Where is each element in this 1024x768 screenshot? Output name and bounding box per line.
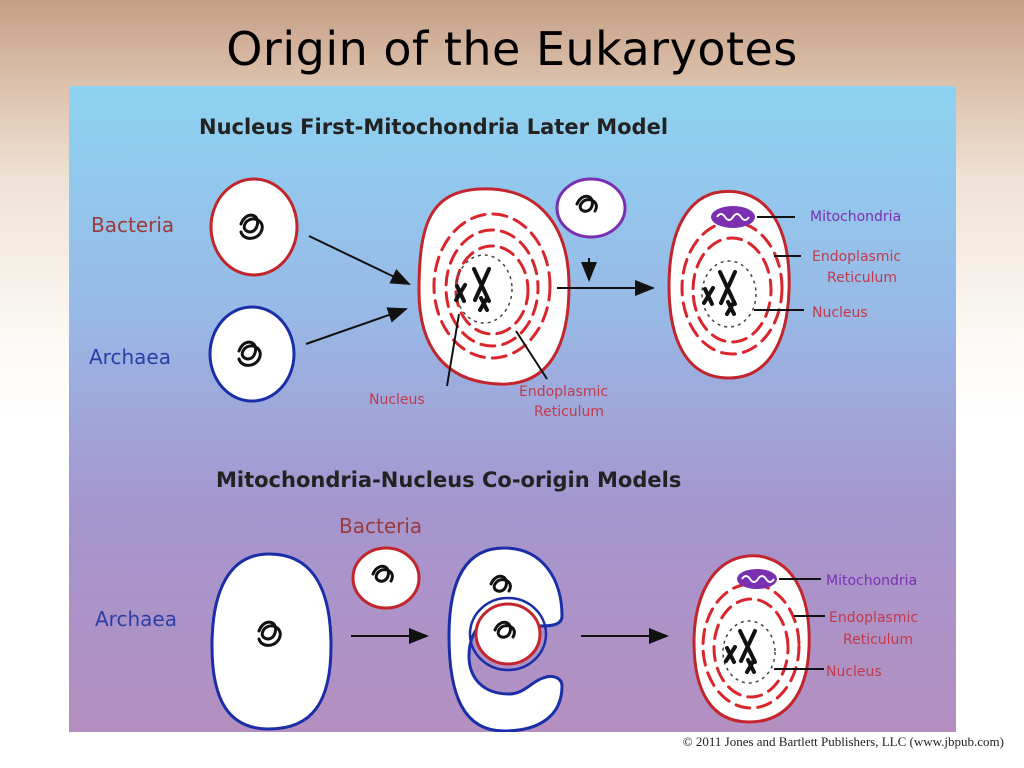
top-nucleus-leader — [446, 313, 460, 387]
top-result-er-line1: Endoplasmic — [812, 249, 901, 265]
slide-title: Origin of the Eukaryotes — [226, 22, 798, 76]
bottom-result-er-line2: Reticulum — [843, 632, 913, 648]
bottom-result-nucleus-label: Nucleus — [826, 664, 882, 680]
copyright-notice: © 2011 Jones and Bartlett Publishers, LL… — [682, 734, 1004, 749]
top-result-er-line2: Reticulum — [827, 270, 897, 286]
top-bacteria-label: Bacteria — [91, 213, 174, 237]
bottom-eukaryote-cell — [692, 554, 811, 724]
bottom-bacteria-cell — [351, 546, 421, 610]
top-archaea-label: Archaea — [89, 345, 171, 369]
top-archaea-arrow — [305, 307, 408, 345]
top-nucleus-label: Nucleus — [369, 392, 425, 408]
top-er-label-line2: Reticulum — [534, 404, 604, 420]
bottom-mito-label: Mitochondria — [826, 573, 917, 589]
top-er-label-line1: Endoplasmic — [519, 384, 608, 400]
bottom-bacteria-label: Bacteria — [339, 514, 422, 538]
top-er-leader — [515, 330, 548, 380]
bottom-result-er-line1: Endoplasmic — [829, 610, 918, 626]
top-archaea-cell — [208, 305, 296, 403]
top-mito-label: Mitochondria — [810, 209, 901, 225]
bottom-archaea-label: Archaea — [95, 607, 177, 631]
top-bacteria-arrow — [308, 235, 411, 285]
top-result-nucleus-label: Nucleus — [812, 305, 868, 321]
top-eukaryote-cell — [667, 189, 791, 380]
top-free-bacterium — [555, 177, 627, 239]
eukaryote-origin-diagram: Nucleus First-Mitochondria Later Model B… — [69, 86, 956, 732]
top-bacteria-cell — [209, 177, 299, 277]
bottom-engulfing-cell — [447, 546, 564, 732]
top-model-heading: Nucleus First-Mitochondria Later Model — [199, 115, 668, 139]
top-proto-eukaryote-cell — [417, 187, 571, 386]
bottom-archaea-cell — [210, 552, 333, 731]
bottom-model-heading: Mitochondria-Nucleus Co-origin Models — [216, 468, 681, 492]
